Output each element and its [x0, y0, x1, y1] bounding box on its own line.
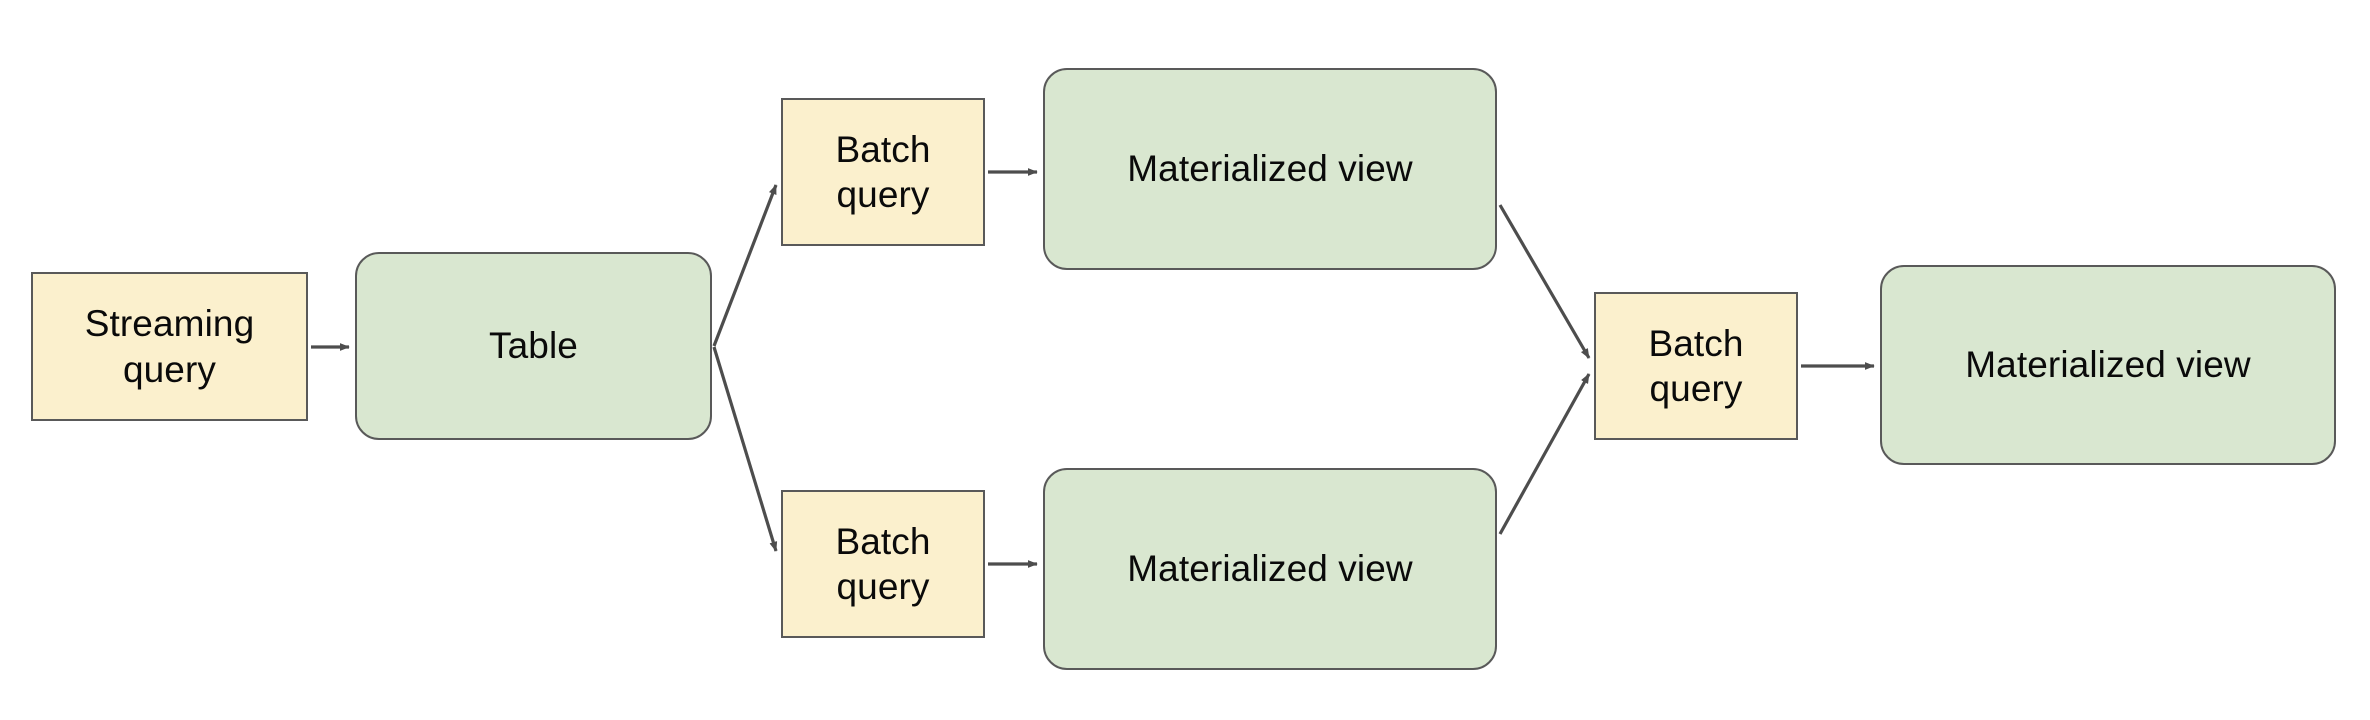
node-materialized-view-bottom[interactable]: Materialized view	[1043, 468, 1497, 670]
edge-materialized-view-bottom-to-batch-query-center	[1498, 373, 1591, 535]
node-streaming-query[interactable]: Streaming query	[31, 272, 308, 421]
node-batch-query-center[interactable]: Batch query	[1594, 292, 1798, 440]
node-batch-query-bottom[interactable]: Batch query	[781, 490, 985, 638]
node-materialized-view-top[interactable]: Materialized view	[1043, 68, 1497, 270]
node-batch-query-top[interactable]: Batch query	[781, 98, 985, 246]
node-materialized-view-final[interactable]: Materialized view	[1880, 265, 2336, 465]
edge-table-to-batch-query-top	[712, 184, 778, 347]
edge-table-to-batch-query-bottom	[712, 346, 778, 552]
node-table[interactable]: Table	[355, 252, 712, 440]
edge-materialized-view-top-to-batch-query-center	[1498, 204, 1591, 359]
